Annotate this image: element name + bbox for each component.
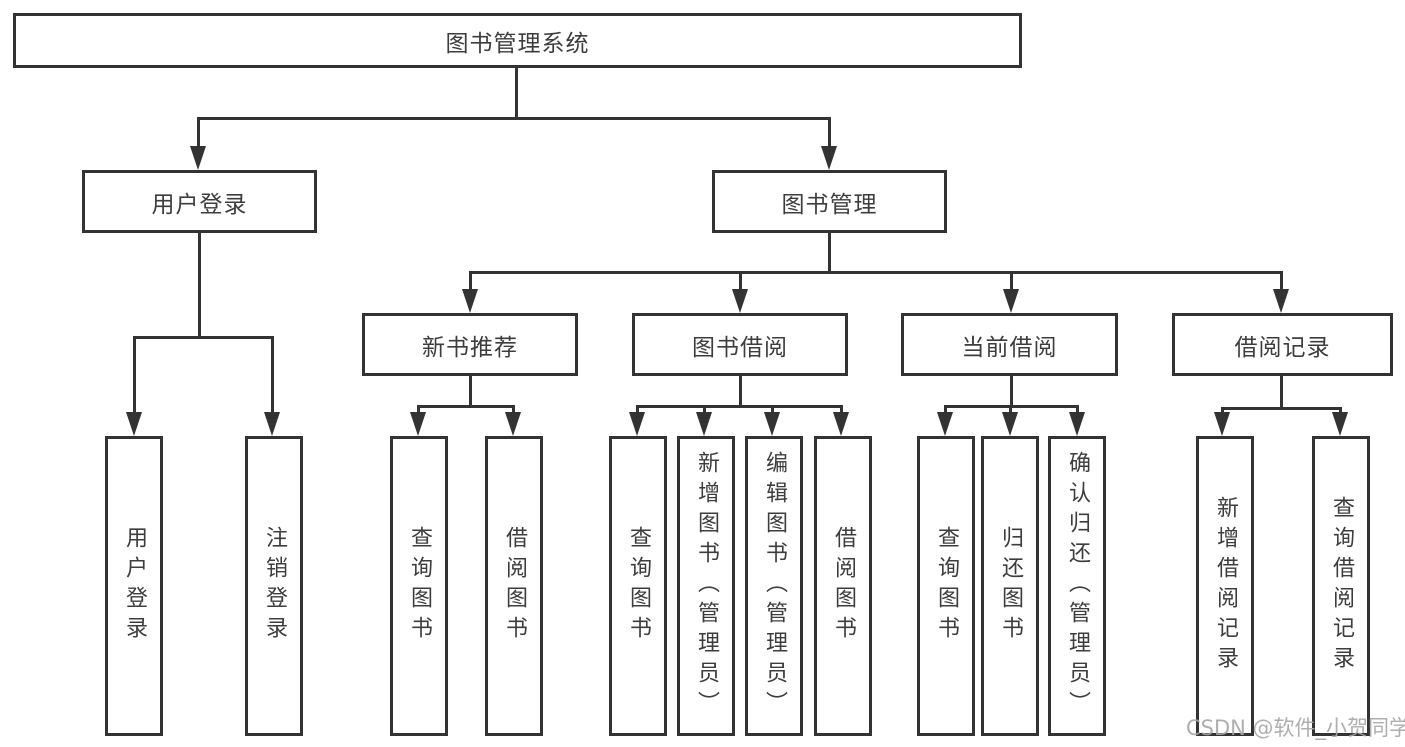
node-current-borrowing: 当前借阅: [901, 313, 1118, 376]
connector-line: [271, 336, 274, 413]
arrow-down-icon: [410, 412, 426, 436]
connector-line: [1339, 407, 1342, 414]
connector-line: [771, 405, 774, 414]
connector-line: [1010, 376, 1013, 405]
arrow-down-icon: [732, 289, 748, 313]
arrow-down-icon: [1003, 289, 1019, 313]
node-label: 用户登录: [151, 191, 248, 218]
connector-line: [469, 271, 472, 291]
arrow-down-icon: [937, 412, 953, 436]
leaf-add-borrow-record: 新增借阅记录: [1196, 436, 1254, 736]
node-label: 当前借阅: [961, 334, 1058, 361]
node-label: 注销登录: [262, 526, 287, 646]
node-label: 查询图书: [626, 526, 651, 646]
leaf-borrow-books-recommend: 借阅图书: [485, 436, 543, 736]
connector-line: [636, 405, 639, 414]
leaf-query-books-recommend: 查询图书: [390, 436, 448, 736]
arrow-down-icon: [1332, 412, 1348, 436]
arrow-down-icon: [126, 412, 142, 436]
leaf-borrow-books-borrowing: 借阅图书: [814, 436, 872, 736]
arrow-down-icon: [1069, 412, 1085, 436]
node-borrowing-records: 借阅记录: [1172, 313, 1393, 376]
connector-line: [133, 336, 136, 413]
connector-line: [828, 117, 831, 147]
node-book-borrowing: 图书借阅: [632, 313, 848, 376]
connector-line: [417, 405, 515, 408]
node-new-book-recommend: 新书推荐: [362, 313, 578, 376]
leaf-user-login: 用户登录: [105, 436, 163, 736]
node-label: 确认归还（管理员）: [1065, 451, 1090, 721]
connector-line: [469, 271, 1283, 274]
connector-line: [828, 233, 831, 271]
node-user-login: 用户登录: [82, 170, 317, 233]
connector-line: [512, 405, 515, 414]
connector-line: [944, 405, 947, 414]
connector-line: [469, 376, 472, 405]
arrow-down-icon: [696, 412, 712, 436]
node-label: 新增借阅记录: [1213, 496, 1238, 676]
connector-line: [1280, 271, 1283, 291]
node-label: 图书借阅: [692, 334, 788, 361]
arrow-down-icon: [629, 412, 645, 436]
node-label: 查询图书: [934, 526, 959, 646]
node-library-system: 图书管理系统: [13, 13, 1022, 68]
connector-line: [1076, 405, 1079, 414]
arrow-down-icon: [190, 146, 206, 170]
node-label: 借阅图书: [831, 526, 856, 646]
connector-line: [1221, 407, 1342, 410]
node-label: 借阅图书: [502, 526, 527, 646]
node-book-management: 图书管理: [712, 170, 947, 233]
node-label: 查询图书: [407, 526, 432, 646]
connector-line: [840, 405, 843, 414]
arrow-down-icon: [1002, 412, 1018, 436]
node-label: 编辑图书（管理员）: [762, 451, 787, 721]
connector-line: [703, 405, 706, 414]
connector-line: [417, 405, 420, 414]
node-label: 图书管理系统: [445, 30, 590, 57]
node-label: 用户登录: [122, 526, 147, 646]
connector-line: [739, 376, 742, 405]
connector-line: [1010, 271, 1013, 291]
node-label: 新书推荐: [422, 334, 518, 361]
leaf-add-books-admin: 新增图书（管理员）: [677, 436, 735, 736]
connector-line: [197, 117, 200, 147]
node-label: 查询借阅记录: [1329, 496, 1354, 676]
csdn-watermark: CSDN @软件_小贺同学: [1186, 716, 1405, 740]
connector-line: [515, 68, 518, 117]
leaf-confirm-return-admin: 确认归还（管理员）: [1048, 436, 1106, 736]
connector-line: [636, 405, 843, 408]
connector-line: [197, 117, 831, 120]
leaf-return-books: 归还图书: [981, 436, 1039, 736]
connector-line: [739, 271, 742, 291]
arrow-down-icon: [821, 146, 837, 170]
connector-line: [1280, 376, 1283, 407]
connector-line: [198, 233, 201, 336]
leaf-query-books-borrowing: 查询图书: [609, 436, 667, 736]
node-label: 借阅记录: [1234, 334, 1331, 361]
leaf-logout: 注销登录: [245, 436, 303, 736]
arrow-down-icon: [505, 412, 521, 436]
leaf-query-books-current: 查询图书: [917, 436, 975, 736]
arrow-down-icon: [1273, 289, 1289, 313]
leaf-query-borrow-record: 查询借阅记录: [1312, 436, 1370, 736]
arrow-down-icon: [264, 412, 280, 436]
arrow-down-icon: [833, 412, 849, 436]
connector-line: [1221, 407, 1224, 414]
node-label: 新增图书（管理员）: [694, 451, 719, 721]
arrow-down-icon: [764, 412, 780, 436]
leaf-edit-books-admin: 编辑图书（管理员）: [745, 436, 803, 736]
arrow-down-icon: [1214, 412, 1230, 436]
node-label: 归还图书: [998, 526, 1023, 646]
connector-line: [1009, 405, 1012, 414]
node-label: 图书管理: [781, 191, 878, 218]
connector-line: [133, 336, 274, 339]
arrow-down-icon: [462, 289, 478, 313]
